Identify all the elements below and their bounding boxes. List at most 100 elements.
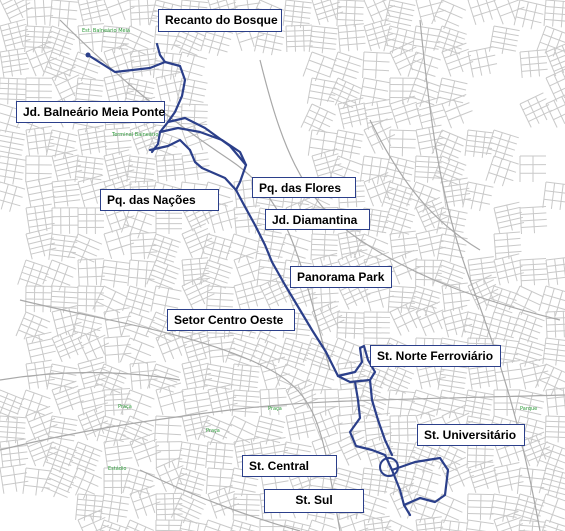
svg-text:Estádio: Estádio bbox=[108, 465, 126, 472]
street-segment bbox=[503, 316, 512, 342]
street-segment bbox=[181, 274, 206, 287]
street-segment bbox=[12, 465, 18, 492]
street-segment bbox=[164, 155, 168, 182]
street-segment bbox=[469, 279, 495, 292]
street-segment bbox=[129, 47, 156, 53]
street-segment bbox=[337, 387, 364, 391]
street-segment bbox=[476, 50, 483, 76]
street-segment bbox=[367, 126, 392, 139]
street-segment bbox=[431, 305, 443, 330]
street-segment bbox=[137, 491, 148, 516]
street-segment bbox=[436, 207, 443, 234]
street-segment bbox=[25, 359, 52, 365]
street-segment bbox=[363, 415, 368, 442]
street-segment bbox=[1, 57, 28, 63]
street-segment bbox=[316, 310, 341, 322]
route-loop-balneario bbox=[148, 138, 238, 192]
street-segment bbox=[206, 31, 232, 40]
street-segment bbox=[113, 261, 118, 288]
street-segment bbox=[80, 3, 106, 11]
street-segment bbox=[13, 0, 24, 19]
street-segment bbox=[136, 260, 140, 287]
street-segment bbox=[45, 275, 71, 286]
street-segment bbox=[233, 437, 260, 443]
street-segment bbox=[383, 377, 409, 389]
street-segment bbox=[441, 207, 468, 214]
street-segment bbox=[342, 117, 369, 125]
street-segment bbox=[309, 109, 334, 122]
street-segment bbox=[518, 498, 544, 507]
street-segment bbox=[299, 1, 304, 28]
street-segment bbox=[77, 405, 103, 417]
street-segment bbox=[207, 441, 234, 445]
street-segment bbox=[75, 471, 87, 496]
street-segment bbox=[308, 107, 321, 132]
street-segment bbox=[361, 488, 388, 493]
street-segment bbox=[92, 285, 105, 310]
street-segment bbox=[400, 160, 408, 186]
street-segment bbox=[260, 396, 287, 400]
street-segment bbox=[493, 519, 499, 531]
street-segment bbox=[544, 353, 565, 357]
street-segment bbox=[127, 291, 154, 301]
street-segment bbox=[401, 99, 411, 125]
street-segment bbox=[529, 420, 538, 446]
street-segment bbox=[215, 490, 226, 516]
street-segment bbox=[85, 286, 88, 313]
street-segment bbox=[424, 27, 430, 54]
street-segment bbox=[54, 131, 61, 158]
street-segment bbox=[414, 184, 425, 210]
street-segment bbox=[337, 23, 364, 27]
street-segment bbox=[525, 446, 551, 457]
street-segment bbox=[300, 524, 304, 531]
street-segment bbox=[513, 329, 539, 340]
street-segment bbox=[407, 77, 417, 103]
street-segment bbox=[545, 6, 565, 9]
street-segment bbox=[302, 412, 309, 439]
route-line-main bbox=[234, 188, 340, 378]
street-segment bbox=[438, 165, 463, 176]
street-segment bbox=[81, 334, 106, 347]
street-segment bbox=[3, 68, 29, 74]
street-segment bbox=[502, 339, 508, 366]
street-segment bbox=[337, 0, 365, 2]
street-segment bbox=[450, 284, 455, 311]
street-segment bbox=[542, 367, 555, 392]
street-segment bbox=[188, 521, 191, 531]
street-segment bbox=[464, 129, 469, 156]
street-segment bbox=[15, 417, 18, 444]
street-segment bbox=[130, 53, 157, 58]
street-segment bbox=[120, 207, 131, 233]
street-segment bbox=[415, 196, 440, 209]
street-segment bbox=[285, 379, 311, 391]
street-segment bbox=[34, 206, 39, 233]
street-segment bbox=[48, 35, 74, 46]
street-segment bbox=[0, 175, 23, 180]
street-segment bbox=[545, 68, 565, 79]
street-segment bbox=[487, 148, 514, 157]
street-segment bbox=[77, 129, 83, 156]
street-segment bbox=[519, 363, 527, 390]
street-segment bbox=[181, 207, 194, 232]
street-segment bbox=[90, 386, 98, 413]
street-segment bbox=[68, 51, 79, 77]
street-segment bbox=[211, 264, 221, 289]
street-segment bbox=[172, 154, 176, 181]
street-segment bbox=[129, 361, 156, 365]
street-segment bbox=[25, 35, 52, 39]
label-panorama-park: Panorama Park bbox=[290, 266, 392, 288]
street-segment bbox=[422, 317, 447, 329]
street-segment bbox=[333, 87, 358, 99]
street-segment bbox=[93, 330, 105, 355]
street-segment bbox=[155, 233, 181, 243]
street-segment bbox=[132, 342, 143, 368]
street-segment bbox=[155, 155, 159, 182]
street-segment bbox=[51, 129, 78, 137]
street-segment bbox=[256, 259, 261, 286]
street-segment bbox=[51, 259, 77, 270]
street-segment bbox=[159, 335, 184, 347]
street-segment bbox=[337, 51, 363, 61]
street-segment bbox=[470, 0, 496, 9]
street-segment bbox=[218, 468, 222, 495]
street-segment bbox=[278, 337, 287, 364]
